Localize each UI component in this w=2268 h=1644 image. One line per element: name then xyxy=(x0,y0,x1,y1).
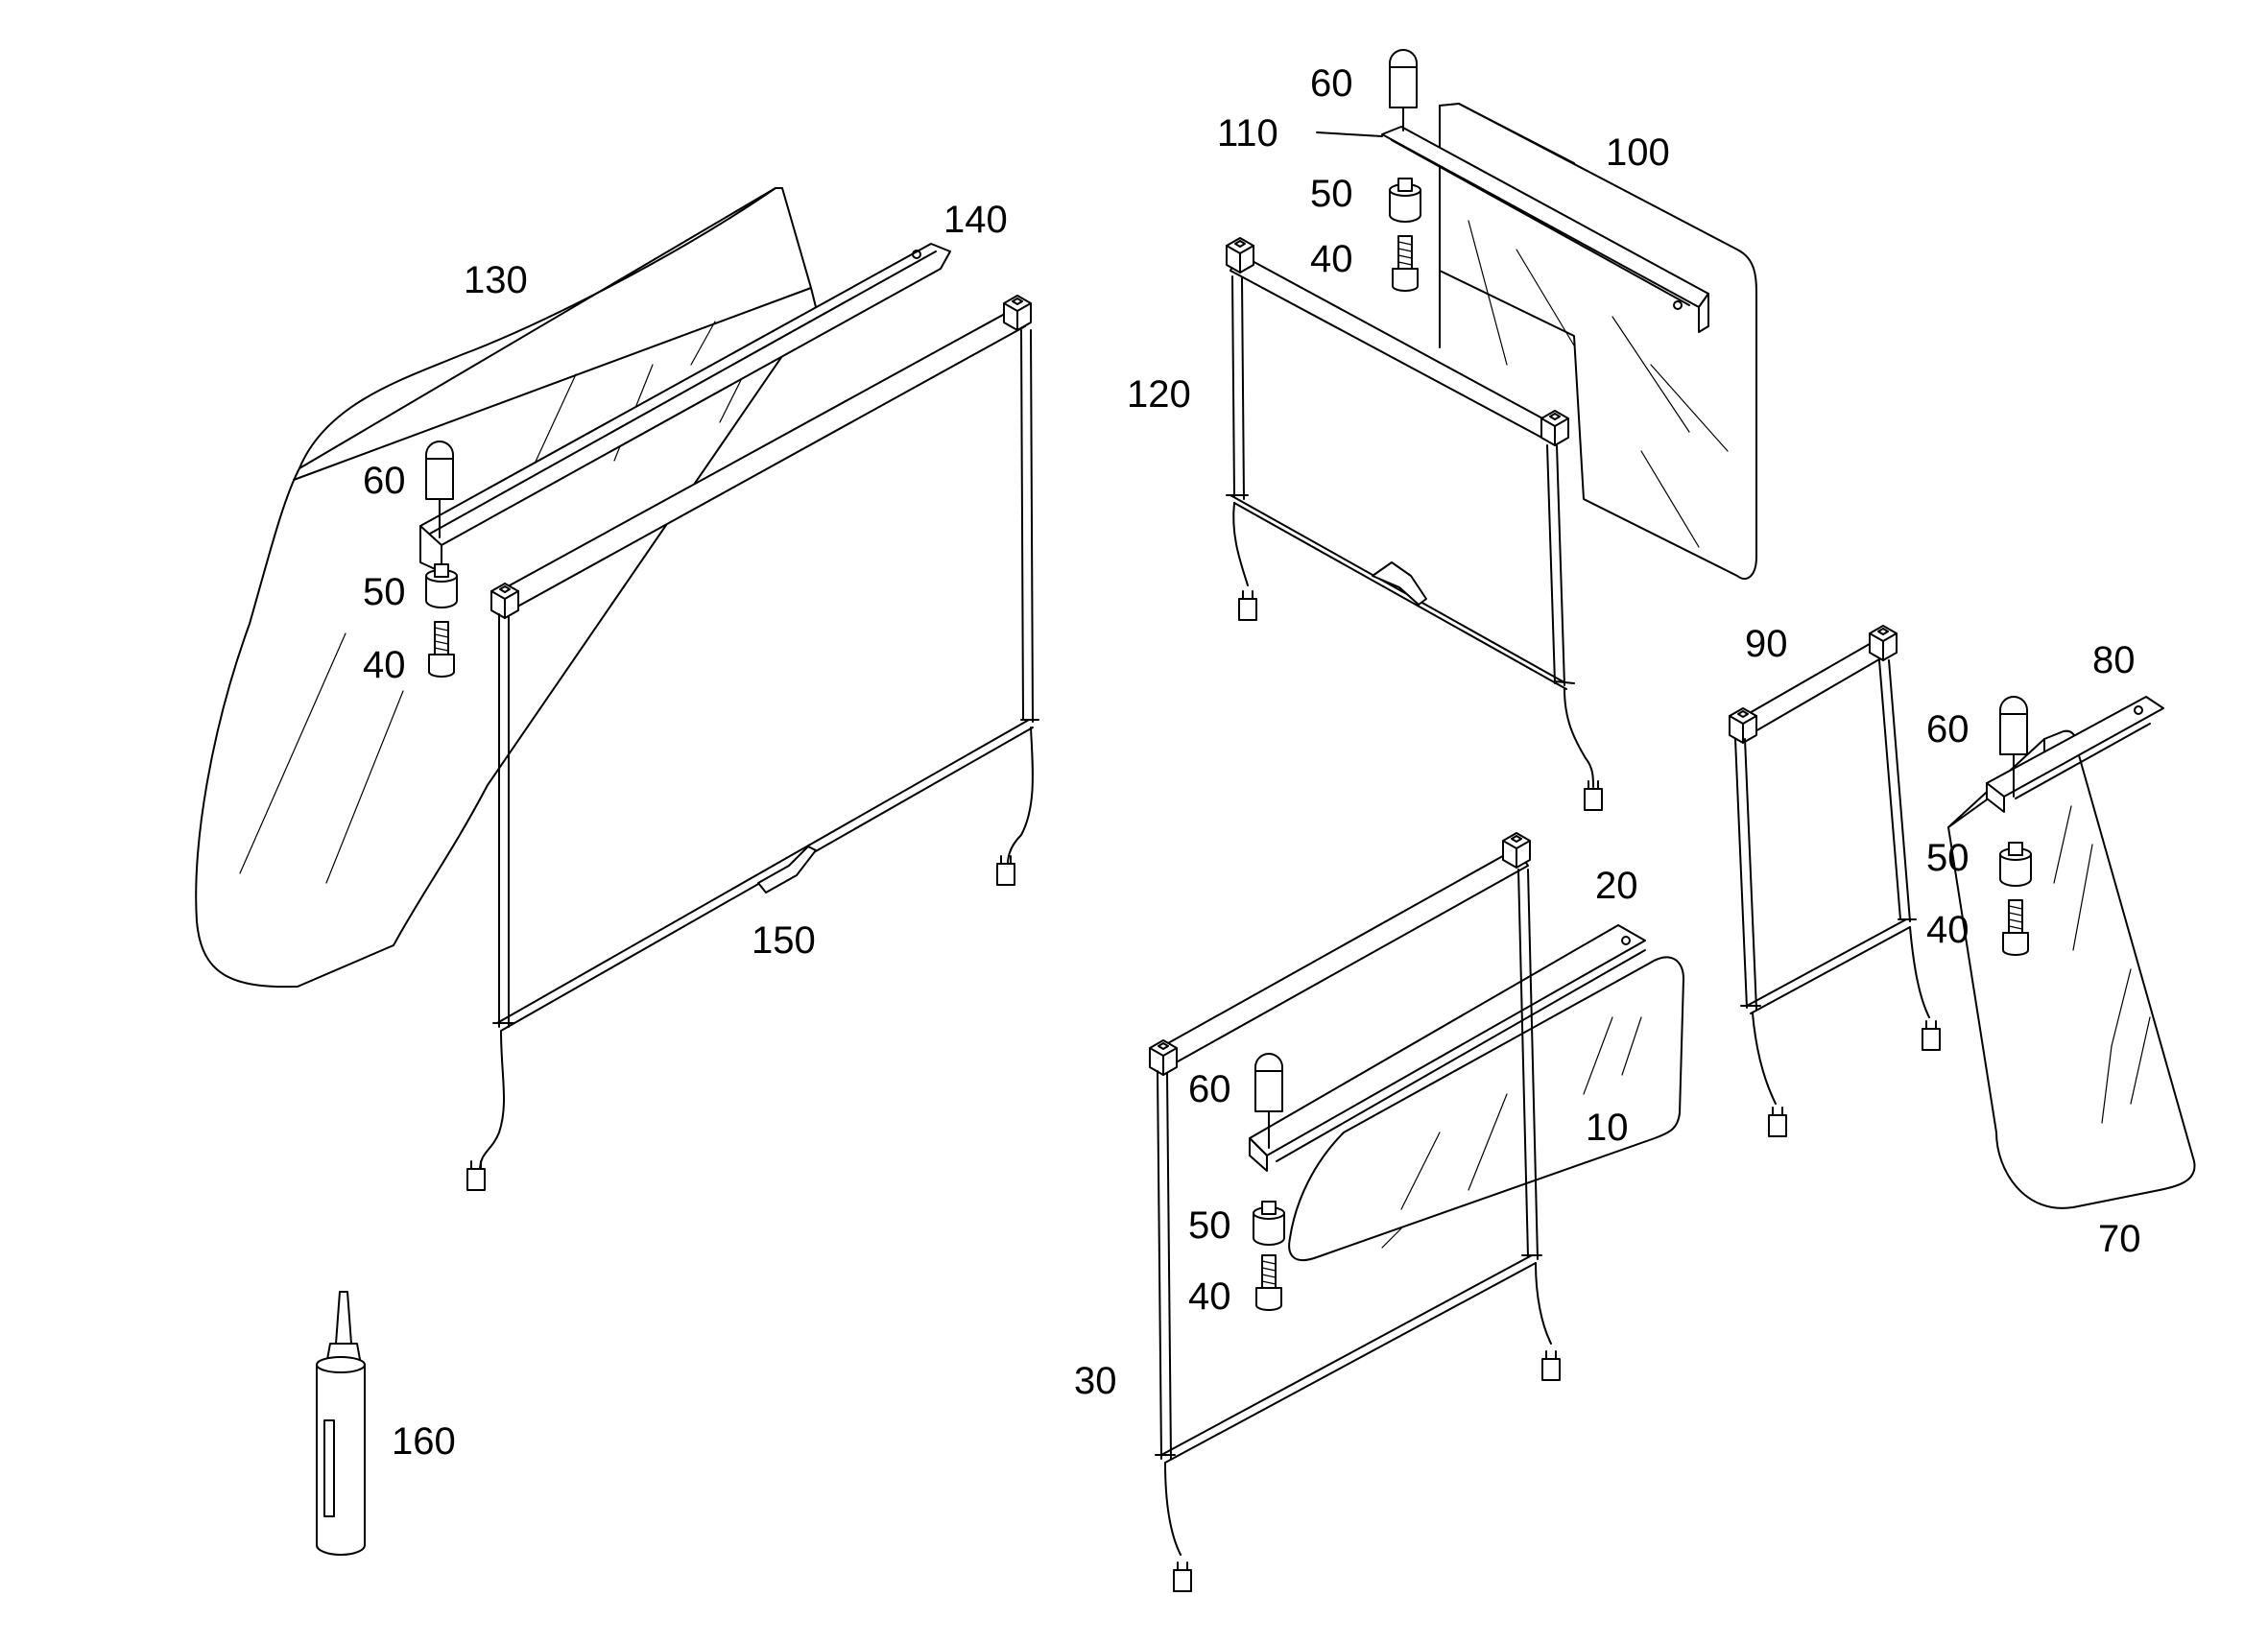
callout-70: 70 xyxy=(2098,1218,2141,1260)
callout-140: 140 xyxy=(943,199,1008,241)
callout-130: 130 xyxy=(464,259,528,301)
callout-90: 90 xyxy=(1745,623,1788,665)
part-150-roller-blind xyxy=(466,295,1039,1191)
part-100-window xyxy=(1439,103,1757,581)
fastener-stack-c xyxy=(1999,696,2032,956)
fastener-stack-d xyxy=(1253,1053,1285,1311)
part-70-window xyxy=(1947,729,2196,1209)
callout-80: 80 xyxy=(2092,639,2136,681)
part-130-side-window xyxy=(195,187,817,989)
callout-160: 160 xyxy=(392,1420,456,1463)
callout-20: 20 xyxy=(1595,865,1638,907)
part-30-roller-blind xyxy=(1149,832,1561,1592)
callout-60: 60 xyxy=(1188,1068,1231,1110)
callout-50: 50 xyxy=(1926,837,1970,879)
callout-60: 60 xyxy=(363,460,406,502)
part-160-sealant-tube xyxy=(316,1291,366,1556)
callout-150: 150 xyxy=(752,919,816,962)
callout-40: 40 xyxy=(1926,909,1970,951)
callout-110: 110 xyxy=(1217,112,1278,155)
part-140-rail xyxy=(419,243,951,573)
callout-60: 60 xyxy=(1310,62,1353,105)
part-10-window xyxy=(1288,956,1684,1262)
fastener-stack-b xyxy=(1389,49,1421,292)
callout-60: 60 xyxy=(1926,708,1970,751)
callout-120: 120 xyxy=(1127,373,1191,416)
part-20-bracket xyxy=(1249,924,1646,1172)
part-110-bracket xyxy=(1316,126,1709,333)
callout-40: 40 xyxy=(1310,238,1353,280)
callout-50: 50 xyxy=(363,571,406,613)
part-120-roller-blind xyxy=(1226,237,1603,811)
callout-30: 30 xyxy=(1074,1360,1117,1402)
callout-labels: 130 140 60 50 40 150 160 60 110 100 50 4… xyxy=(363,62,2141,1463)
part-90-roller-blind xyxy=(1729,625,1941,1137)
callout-100: 100 xyxy=(1606,131,1670,174)
callout-50: 50 xyxy=(1188,1204,1231,1247)
callout-10: 10 xyxy=(1586,1107,1629,1149)
fastener-stack-a xyxy=(425,441,458,678)
callout-50: 50 xyxy=(1310,173,1353,215)
callout-40: 40 xyxy=(363,644,406,686)
callout-40: 40 xyxy=(1188,1275,1231,1318)
part-80-bracket xyxy=(1986,696,2164,813)
